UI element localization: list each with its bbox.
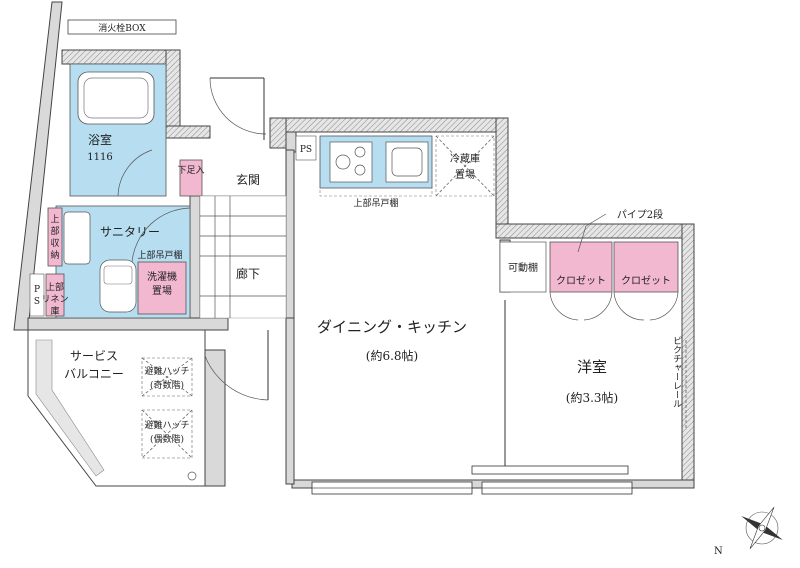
hatch-even-label-2: (偶数階) [150,433,184,445]
upper-storage-label-b: 部 [50,225,59,237]
upper-linen-label-2: リネン [41,294,68,305]
entrance-label: 玄関 [236,172,260,187]
hydrant-box: 消火栓BOX [67,19,177,35]
shoe-storage: 下足入 [177,159,205,197]
movable-shelf-label: 可動棚 [508,261,538,274]
kitchen-counter: 上部吊戸棚 [319,135,433,209]
exterior-walls [27,49,695,489]
ps-left: P S 上部 リネン 庫 [29,273,69,317]
toilet-icon [99,259,137,313]
washbasin-icon [63,211,91,265]
washer-label-2: 置場 [152,284,172,297]
service-balcony: サービス バルコニー 避難ハッチ (奇数階) 避難ハッチ (偶数階) [27,329,206,487]
sanitary-cabinet-label: 上部吊戸棚 [137,249,182,261]
ps-left-label-2: S [34,297,40,307]
bathroom-size: 1116 [87,152,112,163]
balcony-label-1: サービス [70,349,118,363]
bathtub-icon [77,71,155,125]
hydrant-box-label: 消火栓BOX [98,22,146,34]
sanitary-label: サニタリー [100,225,160,239]
washer-label-1: 洗濯機 [147,270,177,283]
ps-top-label: PS [300,145,312,155]
closet-2-label: クロゼット [621,275,671,287]
hatch-odd-label-2: (奇数階) [150,379,184,391]
bathroom-label: 浴室 [88,132,112,147]
picture-rail-label: ピクチャーレール [671,336,682,408]
compass-icon: N [714,507,783,557]
corridor: 廊下 [199,195,287,401]
hatch-odd-label-1: 避難ハッチ [144,365,189,377]
stove-icon [329,141,373,183]
shoe-storage-label: 下足入 [177,165,204,176]
compass-north-label: N [714,546,723,557]
kitchen-cabinet-label: 上部吊戸棚 [353,197,398,209]
upper-storage-label-a: 上 [50,214,59,225]
hatch-even-label-1: 避難ハッチ [144,419,189,431]
upper-linen-label-3: 庫 [50,305,59,317]
upper-linen-label-1: 上部 [46,281,64,293]
balcony-label-2: バルコニー [64,367,124,381]
fridge-label-1: 冷蔵庫 [450,152,480,165]
windows [311,465,633,495]
dining-kitchen: ダイニング・キッチン (約6.8帖) [317,318,467,363]
upper-storage-label-d: 納 [50,249,59,261]
ps-left-label-1: P [34,285,40,295]
movable-shelf: 可動棚 [499,241,547,293]
ps-top: PS [295,135,317,161]
closets: クロゼット クロゼット パイプ2段 [549,208,679,321]
dining-kitchen-label: ダイニング・キッチン [317,318,467,336]
dining-kitchen-size: (約6.8帖) [366,348,418,363]
western-room-size: (約3.3帖) [566,390,618,405]
fridge-label-2: 置場 [455,168,475,181]
fridge-space: 冷蔵庫 置場 [435,135,495,197]
sink-icon [385,141,429,183]
western-room: 洋室 (約3.3帖) ピクチャーレール [566,336,687,430]
corridor-label: 廊下 [236,266,260,281]
pipe-shelf-label: パイプ2段 [617,208,663,221]
western-room-label: 洋室 [577,358,607,376]
upper-storage-label-c: 収 [50,237,59,249]
closet-1-label: クロゼット [556,275,606,287]
bathroom: 浴室 1116 [69,63,167,197]
sanitary: 上 部 収 納 サニタリー 洗濯機 置場 上部吊戸棚 [47,205,191,319]
